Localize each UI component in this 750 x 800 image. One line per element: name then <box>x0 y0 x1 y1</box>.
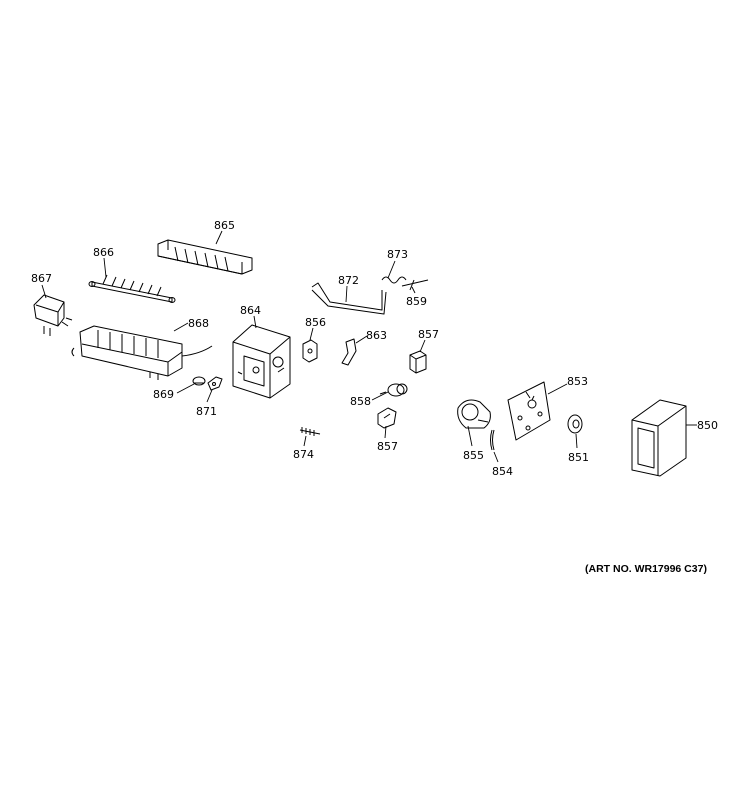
label-871: 871 <box>196 405 217 418</box>
part-867-fill-cup[interactable] <box>33 294 73 336</box>
label-856: 856 <box>305 316 326 329</box>
part-850-cover[interactable] <box>631 399 687 477</box>
part-869-thermostat[interactable] <box>192 376 206 386</box>
label-869: 869 <box>153 388 174 401</box>
label-855: 855 <box>463 449 484 462</box>
part-858-coupling[interactable] <box>379 383 408 397</box>
label-864: 864 <box>240 304 261 317</box>
label-854: 854 <box>492 465 513 478</box>
part-873-spring[interactable] <box>381 276 407 284</box>
part-857-switch-upper[interactable] <box>409 350 427 374</box>
part-857-switch-lower[interactable] <box>377 407 397 429</box>
label-865: 865 <box>214 219 235 232</box>
part-859-pin[interactable] <box>401 279 429 291</box>
part-871-clip[interactable] <box>207 376 223 391</box>
part-854-clip[interactable] <box>490 429 495 451</box>
label-853: 853 <box>567 375 588 388</box>
label-866: 866 <box>93 246 114 259</box>
label-867: 867 <box>31 272 52 285</box>
part-865-rail[interactable] <box>157 239 253 275</box>
art-number: (ART NO. WR17996 C37) <box>585 563 707 575</box>
label-857-upper: 857 <box>418 328 439 341</box>
label-857-lower: 857 <box>377 440 398 453</box>
part-855-motor[interactable] <box>457 399 491 429</box>
label-874: 874 <box>293 448 314 461</box>
part-872-arm[interactable] <box>311 282 387 315</box>
label-858: 858 <box>350 395 371 408</box>
label-859: 859 <box>406 295 427 308</box>
label-863: 863 <box>366 329 387 342</box>
part-864-control-box[interactable] <box>232 324 291 399</box>
part-863-cam[interactable] <box>341 338 357 366</box>
label-872: 872 <box>338 274 359 287</box>
part-853-plate[interactable] <box>507 381 551 441</box>
part-868-mold[interactable] <box>71 325 213 380</box>
part-874-screw[interactable] <box>299 427 321 436</box>
label-851: 851 <box>568 451 589 464</box>
label-868: 868 <box>188 317 209 330</box>
part-866-rake[interactable] <box>88 274 176 303</box>
part-851-gear[interactable] <box>567 414 583 434</box>
part-856-lever[interactable] <box>302 339 318 363</box>
label-850: 850 <box>697 419 718 432</box>
label-873: 873 <box>387 248 408 261</box>
